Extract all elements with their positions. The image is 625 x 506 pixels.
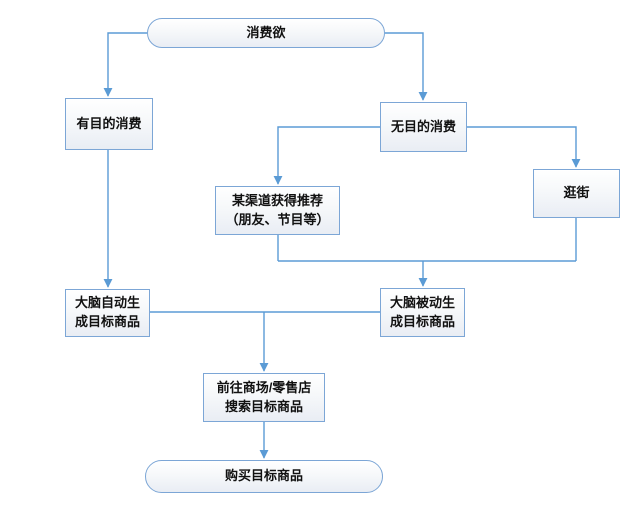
node-purposeless-consumption: 无目的消费 [380, 102, 467, 152]
node-stroll: 逛街 [533, 169, 620, 218]
node-purposeful-consumption: 有目的消费 [65, 98, 153, 150]
connector-purposeless-to-stroll [467, 126, 581, 168]
node-go-to-store: 前往商场/零售店 搜索目标商品 [203, 373, 325, 422]
connector-start-to-purposeful [103, 32, 147, 97]
node-start: 消费欲 [147, 18, 385, 48]
node-channel-recommendation: 某渠道获得推荐 （朋友、节目等） [215, 186, 340, 235]
connector-purposeless-to-channel [273, 126, 380, 185]
node-brain-auto-generate: 大脑自动生 成目标商品 [65, 289, 150, 337]
node-brain-passive-generate: 大脑被动生 成目标商品 [380, 288, 465, 337]
connector-start-to-purposeless [385, 32, 428, 101]
node-end: 购买目标商品 [145, 460, 383, 493]
